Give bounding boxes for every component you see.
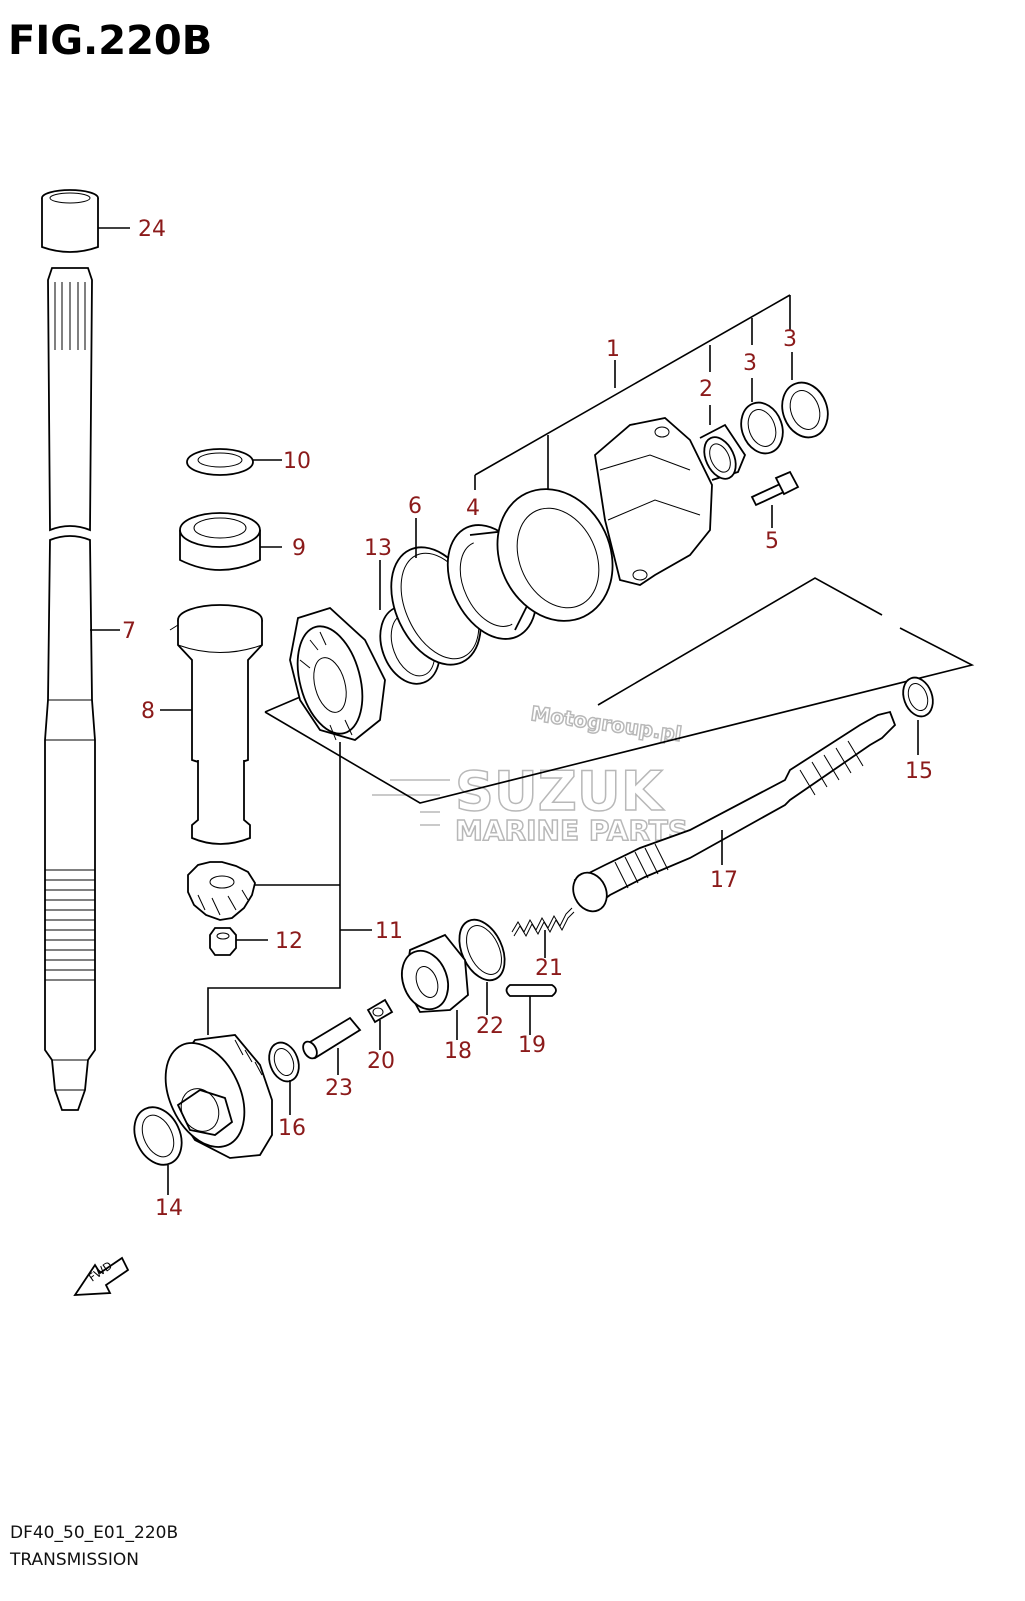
label-20: 20	[367, 1049, 395, 1074]
label-12: 12	[275, 929, 303, 954]
part-20-push-rod	[366, 998, 394, 1050]
label-14: 14	[155, 1196, 183, 1221]
label-13: 13	[364, 536, 392, 561]
label-15: 15	[905, 759, 933, 784]
label-1: 1	[606, 337, 620, 362]
bracket-11	[207, 742, 372, 1035]
label-11: 11	[375, 919, 403, 944]
label-3b: 3	[783, 327, 797, 352]
label-22: 22	[476, 1014, 504, 1039]
part-24-bushing	[41, 189, 130, 253]
part-3-shim-a	[740, 378, 784, 455]
label-7: 7	[122, 619, 136, 644]
part-reverse-gear	[164, 1034, 273, 1159]
label-8: 8	[141, 699, 155, 724]
watermark-brand: SUZUK	[455, 760, 665, 823]
assembly-bracket-1	[474, 294, 791, 490]
label-18: 18	[444, 1039, 472, 1064]
figure-title: FIG.220B	[8, 18, 213, 64]
label-17: 17	[710, 868, 738, 893]
part-9-seal	[179, 512, 282, 571]
part-3-shim-b	[781, 352, 829, 439]
label-10: 10	[283, 449, 311, 474]
label-9: 9	[292, 536, 306, 561]
part-17-propeller-shaft	[572, 710, 897, 913]
part-19-pin	[505, 984, 557, 1035]
part-18-clutch	[401, 933, 469, 1040]
part-23-plunger	[302, 1016, 362, 1075]
fwd-arrow-icon: FWD	[73, 1256, 130, 1297]
label-6: 6	[408, 494, 422, 519]
part-21-spring	[511, 907, 575, 958]
label-21: 21	[535, 956, 563, 981]
part-forward-gear	[289, 606, 386, 741]
watermark-subtitle: MARINE PARTS	[455, 814, 688, 847]
watermark-logo-mark	[372, 779, 450, 826]
part-1-bearing-housing	[496, 417, 713, 622]
model-code: DF40_50_E01_220B	[10, 1523, 179, 1543]
part-7-drive-shaft	[44, 267, 120, 1111]
part-22-ring	[458, 918, 506, 1015]
label-23: 23	[325, 1076, 353, 1101]
watermark-site: Motogroup.pl	[529, 701, 683, 746]
part-2-needle-bearing	[699, 405, 747, 481]
label-2: 2	[699, 377, 713, 402]
part-12-nut	[209, 927, 268, 956]
part-10-washer	[186, 448, 282, 476]
label-5: 5	[765, 529, 779, 554]
part-15-shim	[902, 676, 934, 755]
callout-labels: 1 2 3 3 4 5 6 7 8 9 10 11 12 13 14 15 16…	[122, 217, 933, 1221]
label-3a: 3	[743, 351, 757, 376]
label-4: 4	[466, 496, 480, 521]
part-14-shim	[133, 1106, 183, 1195]
part-pinion-gear	[187, 861, 340, 921]
label-24: 24	[138, 217, 166, 242]
label-16: 16	[278, 1116, 306, 1141]
section-name: TRANSMISSION	[10, 1550, 140, 1570]
part-16-shim	[268, 1041, 300, 1115]
part-8-sleeve	[160, 604, 263, 845]
part-5-bolt	[750, 470, 800, 528]
label-19: 19	[518, 1033, 546, 1058]
watermark: Motogroup.pl SUZUK MARINE PARTS	[372, 700, 689, 848]
